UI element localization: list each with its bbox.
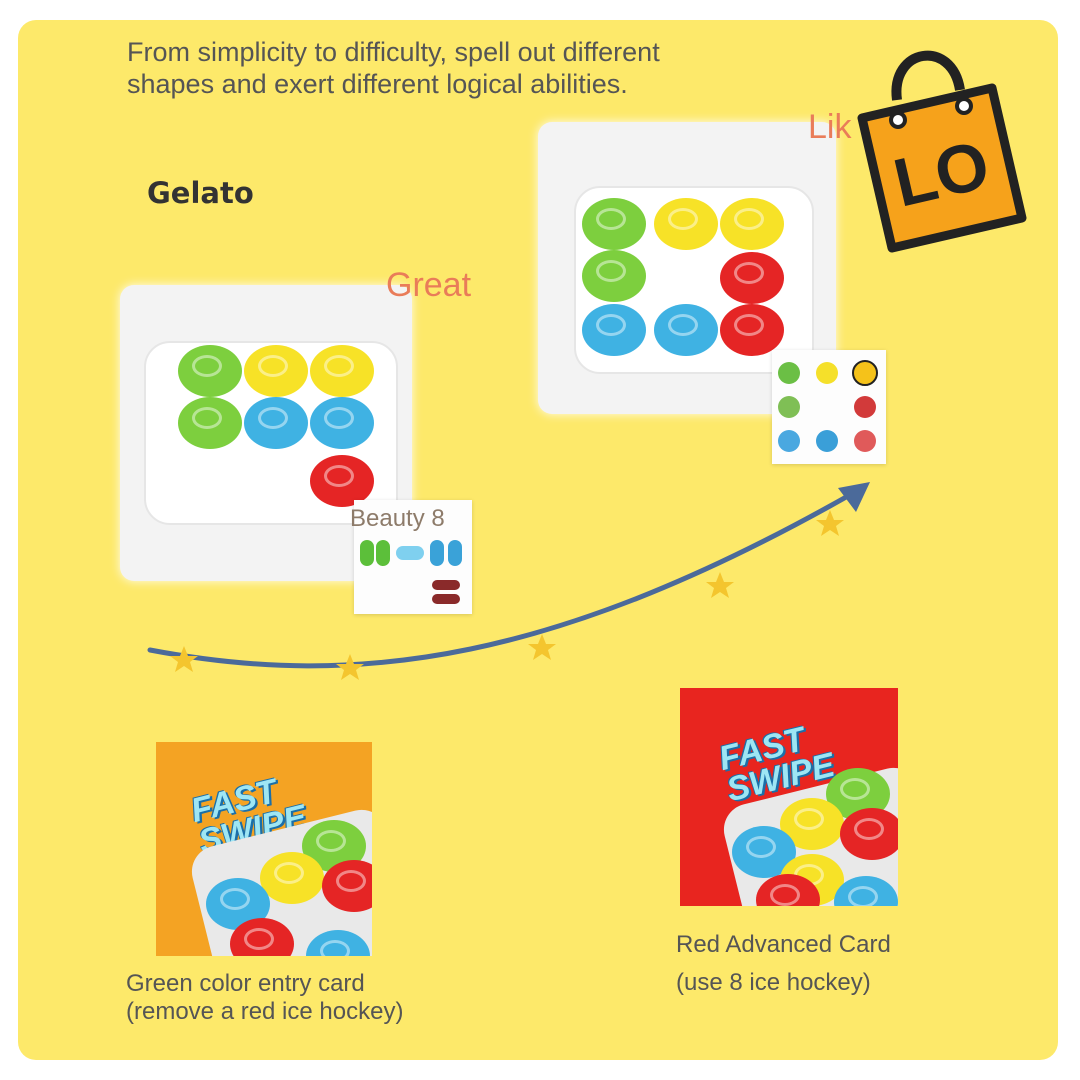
soccer-ball-icon xyxy=(852,360,878,386)
green-shoe-icon xyxy=(376,540,390,566)
green-puck xyxy=(582,250,646,302)
yellow-puck xyxy=(720,198,784,250)
yellow-puck xyxy=(310,345,374,397)
green-ball-icon xyxy=(778,396,800,418)
blue-ball-icon xyxy=(816,430,838,452)
left-puzzle-board xyxy=(120,285,412,581)
red-card-caption: Red Advanced Card (use 8 ice hockey) xyxy=(676,931,891,996)
red-advanced-card: FAST SWIPE xyxy=(680,688,898,906)
bowling-ball-icon xyxy=(778,362,800,384)
green-card-caption: Green color entry card (remove a red ice… xyxy=(126,970,404,1025)
yellow-puck xyxy=(260,852,324,904)
blue-puck xyxy=(834,876,898,906)
red-ball-icon xyxy=(854,430,876,452)
yellow-puck xyxy=(244,345,308,397)
basketball-icon xyxy=(778,430,800,452)
intro-text: From simplicity to difficulty, spell out… xyxy=(127,37,660,99)
green-puck xyxy=(178,345,242,397)
beauty-label: Beauty 8 xyxy=(350,505,445,532)
yellow-puck xyxy=(654,198,718,250)
right-pattern-card xyxy=(772,350,886,464)
great-label: Great xyxy=(386,266,472,304)
gelato-label: Gelato xyxy=(147,176,254,210)
blue-shoe-icon xyxy=(448,540,462,566)
red-puck xyxy=(322,860,372,912)
blue-puck xyxy=(654,304,718,356)
red-puck xyxy=(720,304,784,356)
red-puck xyxy=(720,252,784,304)
red-shoe-icon xyxy=(432,580,460,590)
blue-puck xyxy=(244,397,308,449)
green-puck xyxy=(178,397,242,449)
blue-shoe-icon xyxy=(430,540,444,566)
like-label: Lik xyxy=(808,108,852,146)
red-puck xyxy=(840,808,898,860)
red-puck xyxy=(230,918,294,956)
green-shoe-icon xyxy=(360,540,374,566)
shopping-bag-logo-icon: LO xyxy=(857,50,1027,253)
blue-puck xyxy=(582,304,646,356)
red-ball-icon xyxy=(854,396,876,418)
green-puck xyxy=(582,198,646,250)
red-shoe-icon xyxy=(432,594,460,604)
blue-shoe-icon xyxy=(396,546,424,560)
blue-puck xyxy=(310,397,374,449)
green-entry-card: FAST SWIPE xyxy=(156,742,372,956)
tennis-ball-icon xyxy=(816,362,838,384)
